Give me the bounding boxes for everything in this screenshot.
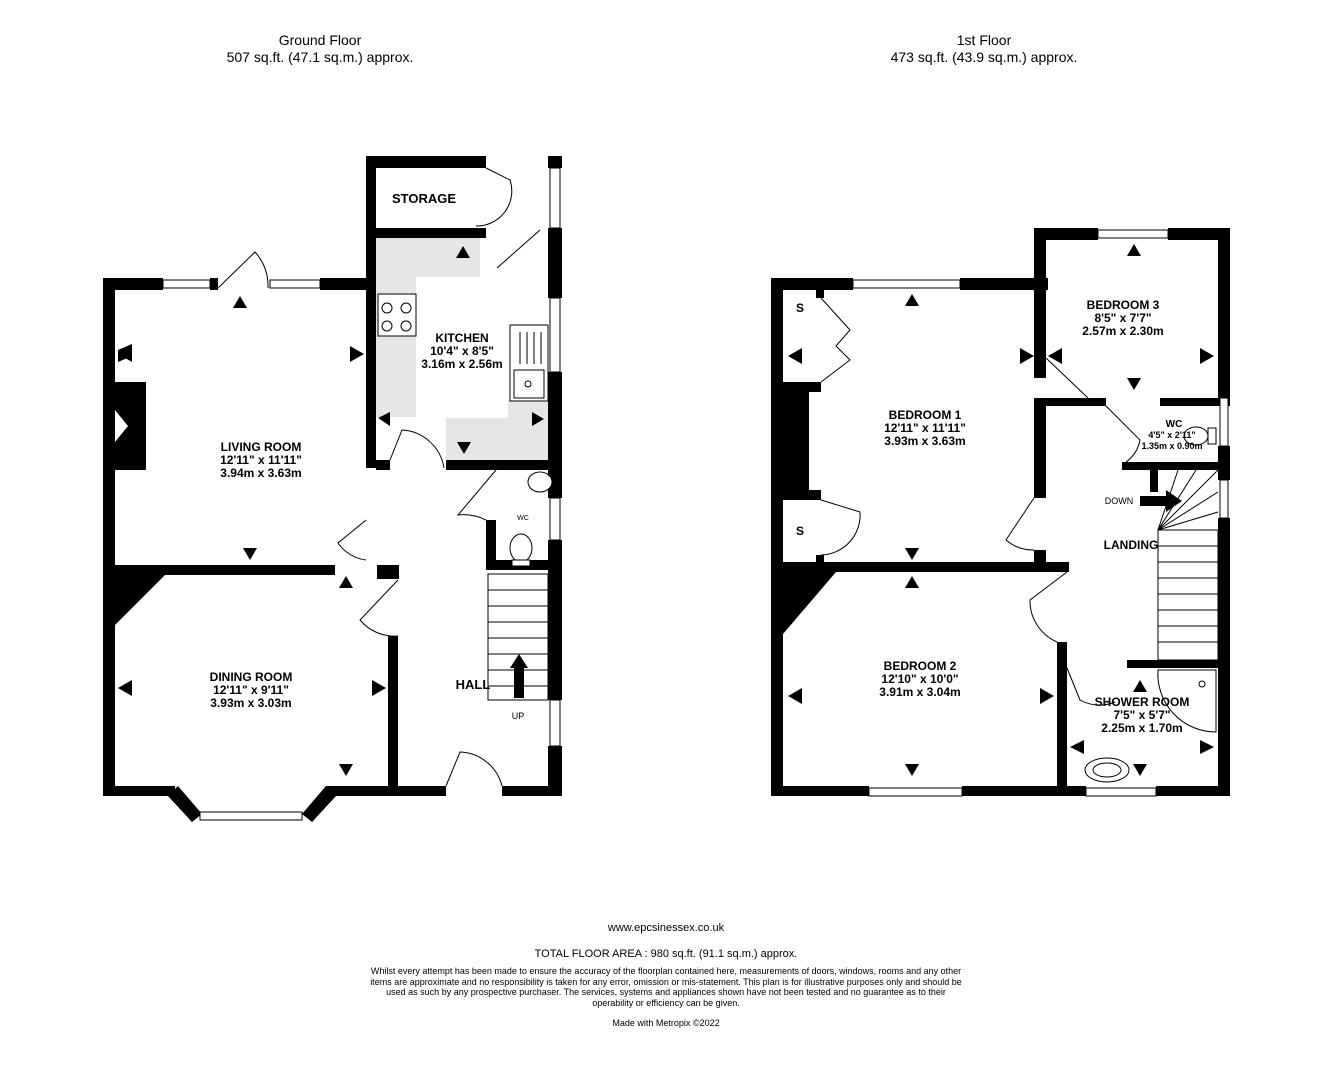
stairs-up-arrow-icon <box>510 654 528 698</box>
bedroom2-metric: 3.91m x 3.04m <box>879 685 960 699</box>
first-floor-windows <box>852 229 1229 797</box>
kitchen-name: KITCHEN <box>435 331 488 345</box>
first-wc-imperial: 4'5" x 2'11" <box>1148 430 1195 440</box>
storage-s-label-top: S <box>796 301 804 315</box>
stairs-down-arrow-icon <box>1140 490 1182 512</box>
dining-room-metric: 3.93m x 3.03m <box>210 696 291 710</box>
storage-s-label-bottom: S <box>796 524 804 538</box>
wc-basin-icon <box>527 471 553 493</box>
bedroom1-name: BEDROOM 1 <box>889 408 962 422</box>
first-floor-dimension-arrows <box>788 244 1214 776</box>
ground-floor-walls <box>103 156 562 822</box>
shower-room-metric: 2.25m x 1.70m <box>1101 721 1182 735</box>
stairs-up-label: UP <box>512 711 525 721</box>
kitchen-sink-icon <box>509 324 549 402</box>
shower-room-imperial: 7'5" x 5'7" <box>1113 708 1170 722</box>
first-floor-heading: 1st Floor 473 sq.ft. (43.9 sq.m.) approx… <box>834 32 1134 66</box>
ground-floor-heading: Ground Floor 507 sq.ft. (47.1 sq.m.) app… <box>170 32 470 66</box>
shower-room-name: SHOWER ROOM <box>1095 695 1190 709</box>
total-floor-area: TOTAL FLOOR AREA : 980 sq.ft. (91.1 sq.m… <box>534 948 798 960</box>
storage-label: STORAGE <box>392 191 456 206</box>
bedroom2-imperial: 12'10" x 10'0" <box>881 672 958 686</box>
ground-floor-dimension-arrows <box>118 246 544 776</box>
stairs-down-label: DOWN <box>1105 496 1134 506</box>
first-wc-name: WC <box>1166 419 1183 430</box>
first-floor-area: 473 sq.ft. (43.9 sq.m.) approx. <box>890 49 1078 65</box>
first-wc-toilet-icon <box>1183 426 1217 446</box>
hob-icon <box>377 293 417 337</box>
ground-floor-room-labels: STORAGE KITCHEN 10'4" x 8'5" 3.16m x 2.5… <box>210 191 529 721</box>
first-floor-title: 1st Floor <box>956 32 1012 48</box>
living-room-imperial: 12'11" x 11'11" <box>220 453 302 467</box>
shower-room-basin-icon <box>1084 757 1130 783</box>
dining-room-name: DINING ROOM <box>210 670 293 684</box>
kitchen-metric: 3.16m x 2.56m <box>421 357 502 371</box>
living-room-name: LIVING ROOM <box>221 440 302 454</box>
bedroom2-name: BEDROOM 2 <box>884 659 957 673</box>
bedroom3-name: BEDROOM 3 <box>1087 298 1160 312</box>
ground-floor-windows <box>162 167 561 821</box>
landing-label: LANDING <box>1104 538 1159 552</box>
living-room-metric: 3.94m x 3.63m <box>220 466 301 480</box>
ground-floor-area: 507 sq.ft. (47.1 sq.m.) approx. <box>226 49 414 65</box>
hall-label: HALL <box>456 677 491 692</box>
first-floor-room-labels: S S BEDROOM 1 12'11" x 11'11" 3.93m x 3.… <box>796 298 1203 735</box>
made-with-text: Made with Metropix ©2022 <box>612 1018 720 1028</box>
ground-wc-label: WC <box>517 515 529 522</box>
first-floor-plan: S S BEDROOM 1 12'11" x 11'11" 3.93m x 3.… <box>771 228 1230 797</box>
shower-tray-icon <box>1157 669 1217 733</box>
bedroom3-metric: 2.57m x 2.30m <box>1082 324 1163 338</box>
disclaimer-text: Whilst every attempt has been made to en… <box>370 966 962 1008</box>
first-floor-walls <box>771 228 1230 796</box>
first-wc-metric: 1.35m x 0.90m <box>1141 441 1202 451</box>
website-text: www.epcsinessex.co.uk <box>607 922 725 934</box>
dining-room-imperial: 12'11" x 9'11" <box>213 683 289 697</box>
bedroom3-imperial: 8'5" x 7'7" <box>1094 311 1151 325</box>
bedroom1-imperial: 12'11" x 11'11" <box>884 421 966 435</box>
first-floor-doors <box>820 297 1141 706</box>
bedroom1-metric: 3.93m x 3.63m <box>884 434 965 448</box>
kitchen-imperial: 10'4" x 8'5" <box>430 344 494 358</box>
ground-floor-doors <box>217 167 541 787</box>
ground-floor-title: Ground Floor <box>278 32 362 48</box>
ground-floor-plan: STORAGE KITCHEN 10'4" x 8'5" 3.16m x 2.5… <box>103 156 562 822</box>
toilet-icon <box>509 533 533 567</box>
